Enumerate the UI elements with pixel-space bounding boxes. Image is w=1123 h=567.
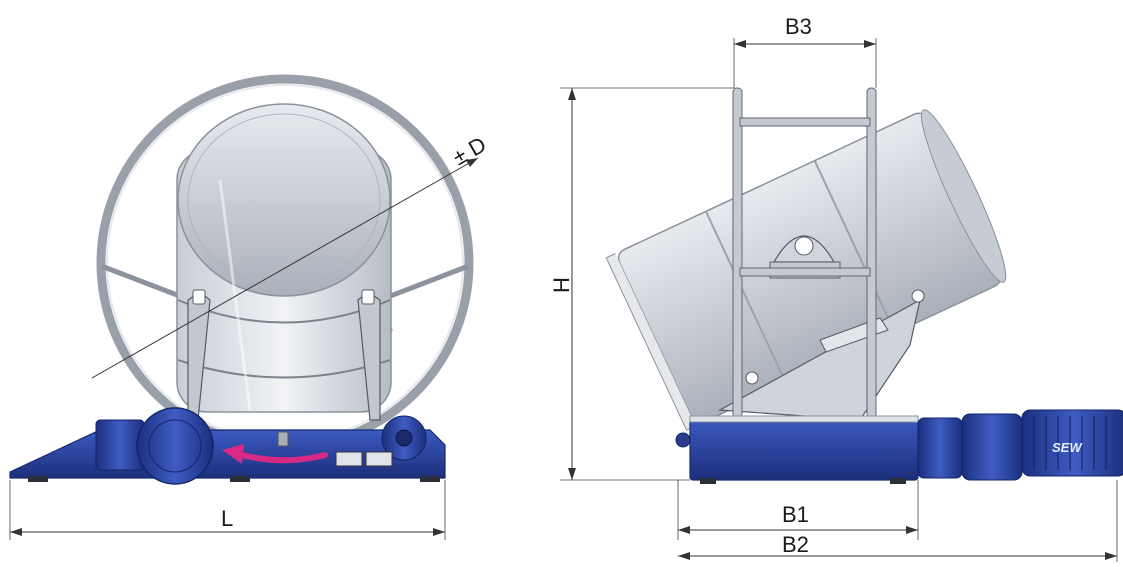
diameter-arrowhead xyxy=(466,158,478,167)
diameter-dimension-line xyxy=(91,157,479,379)
drive-rollers xyxy=(277,415,427,461)
width-b3-dimension: B3 xyxy=(733,14,877,88)
nameplate xyxy=(335,451,393,467)
width-b3-label: B3 xyxy=(785,14,812,39)
gear-motor xyxy=(95,407,214,485)
width-b1-dimension: B1 xyxy=(677,480,919,540)
drum xyxy=(176,103,392,413)
length-dimension: L xyxy=(9,480,446,540)
front-view: B3 xyxy=(549,14,1123,562)
front-base xyxy=(675,415,919,484)
drum-clamps xyxy=(187,289,381,421)
side-view: ± D xyxy=(9,74,490,540)
rotation-direction-arrow xyxy=(222,444,328,464)
height-dimension: H xyxy=(549,87,734,481)
frame-posts xyxy=(732,87,877,419)
height-label: H xyxy=(549,277,574,293)
width-b2-dimension: B2 xyxy=(678,480,1118,562)
motor-brand-label: SEW xyxy=(1052,440,1083,455)
diameter-label: ± D xyxy=(448,132,490,171)
width-b1-label: B1 xyxy=(782,502,809,527)
width-b2-label: B2 xyxy=(782,532,809,557)
length-label: L xyxy=(221,506,233,531)
front-gear-motor: SEW xyxy=(917,409,1123,481)
